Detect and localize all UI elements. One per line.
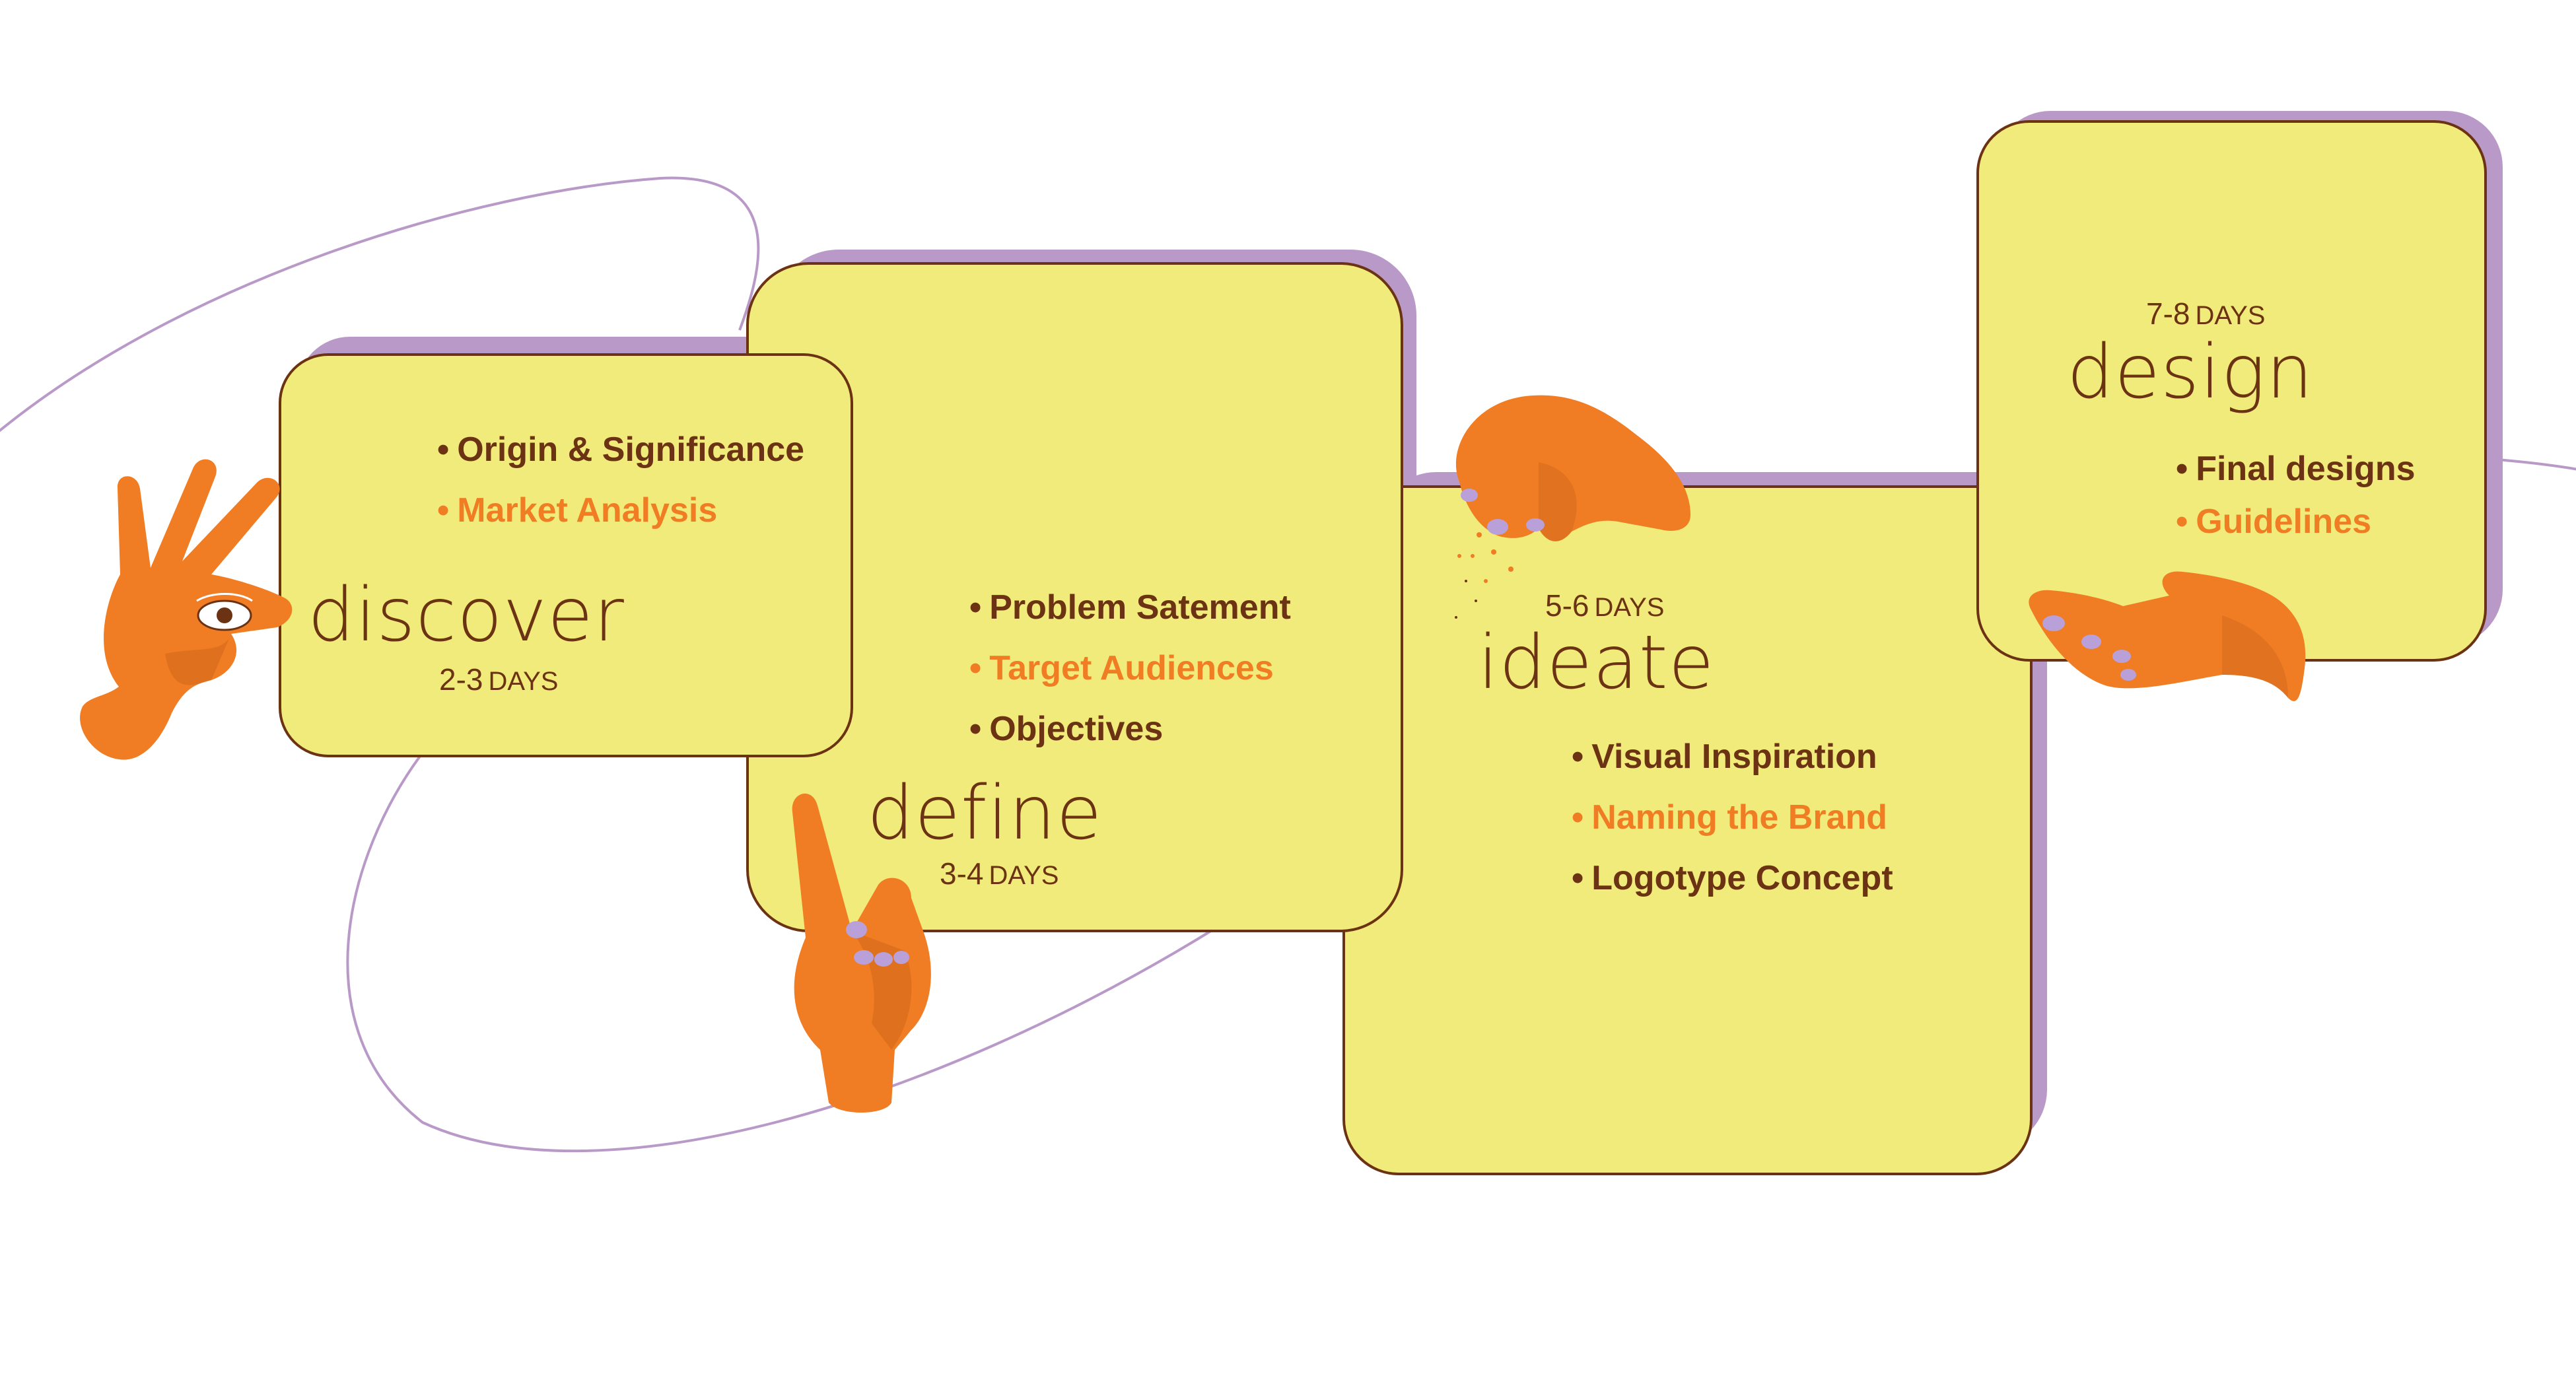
ideate-task-label: Logotype Concept (1591, 859, 1893, 897)
design-days-unit: DAYS (2195, 301, 2266, 330)
define-days-unit: DAYS (989, 861, 1059, 890)
open-palm-hand-icon (2029, 571, 2306, 701)
ideate-task-label: Visual Inspiration (1591, 738, 1877, 776)
design-task-label: Guidelines (2196, 502, 2372, 541)
ideate-task: •Naming the Brand (1572, 798, 1888, 837)
discover-days-value: 2-3 (439, 662, 483, 697)
ideate-task: •Logotype Concept (1572, 859, 1893, 897)
discover-task: •Origin & Significance (437, 430, 805, 469)
define-card (746, 262, 1403, 932)
define-task: •Problem Satement (969, 588, 1291, 627)
discover-task: •Market Analysis (437, 491, 718, 530)
define-task-label: Problem Satement (989, 588, 1291, 627)
discover-task-label: Origin & Significance (457, 430, 805, 469)
design-task-list: •Final designs •Guidelines (2176, 442, 2416, 548)
ok-sign-hand-with-eye-icon (80, 459, 293, 760)
design-days-value: 7-8 (2146, 296, 2190, 331)
ideate-days-unit: DAYS (1594, 593, 1665, 622)
ideate-title: ideate (1478, 620, 1715, 706)
define-task: •Target Audiences (969, 649, 1274, 687)
define-task-label: Objectives (989, 710, 1164, 748)
discover-card (279, 353, 853, 757)
discover-days-unit: DAYS (488, 667, 559, 696)
define-title: define (867, 771, 1103, 856)
discover-title: discover (308, 572, 625, 658)
ideate-task: •Visual Inspiration (1572, 738, 1877, 776)
design-title: design (2067, 329, 2314, 415)
ideate-task-list: •Visual Inspiration •Naming the Brand •L… (1572, 726, 1893, 909)
define-task-label: Target Audiences (989, 649, 1274, 687)
pointing-up-hand-icon (792, 793, 931, 1113)
define-task-list: •Problem Satement •Target Audiences •Obj… (969, 577, 1291, 759)
pinching-sprinkle-hand-icon (1455, 395, 1690, 619)
design-task-label: Final designs (2196, 450, 2416, 488)
design-task: •Guidelines (2176, 502, 2372, 541)
define-task: •Objectives (969, 710, 1164, 748)
ideate-card (1342, 485, 2033, 1175)
discover-task-list: •Origin & Significance •Market Analysis (437, 419, 804, 541)
ideate-task-label: Naming the Brand (1591, 798, 1888, 837)
ideate-days-value: 5-6 (1545, 588, 1589, 623)
design-task: •Final designs (2176, 450, 2416, 488)
define-days-value: 3-4 (940, 856, 984, 891)
discover-task-label: Market Analysis (457, 491, 718, 530)
design-card (1976, 120, 2487, 662)
